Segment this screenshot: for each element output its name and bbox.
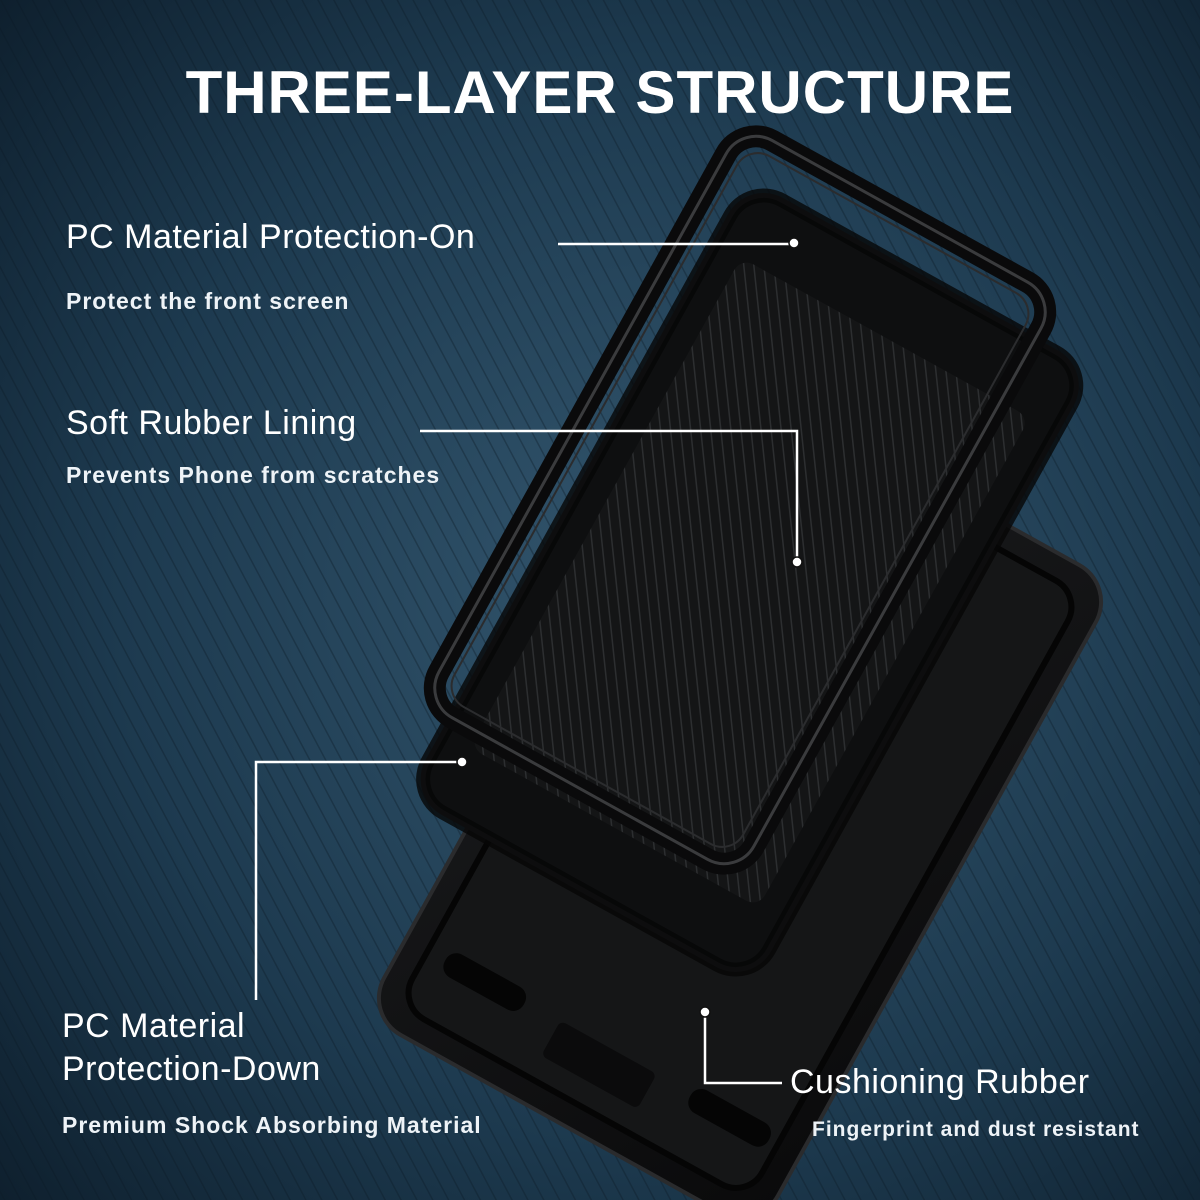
pc-down-subtext: Premium Shock Absorbing Material <box>62 1112 482 1138</box>
dot-cushion <box>699 1006 711 1018</box>
lining-heading: Soft Rubber Lining <box>66 404 357 442</box>
page-title: THREE-LAYER STRUCTURE <box>185 59 1015 126</box>
cushion-heading: Cushioning Rubber <box>790 1063 1090 1101</box>
pc-down-heading-line1: PC Material <box>62 1007 246 1045</box>
pc-on-heading: PC Material Protection-On <box>66 218 476 256</box>
pc-on-subtext: Protect the front screen <box>66 288 350 314</box>
dot-lining <box>791 556 803 568</box>
dot-pc-on <box>788 237 800 249</box>
cushion-subtext: Fingerprint and dust resistant <box>812 1118 1140 1141</box>
pc-on-frame <box>423 125 1057 875</box>
lining-subtext: Prevents Phone from scratches <box>66 462 441 488</box>
connector-pc-down <box>254 760 462 1000</box>
connector-dots <box>456 237 803 1018</box>
pc-down-heading-line2: Protection-Down <box>62 1050 321 1088</box>
dot-pc-down <box>456 756 468 768</box>
connector-lines <box>254 242 799 1085</box>
connector-cushion <box>703 1012 782 1085</box>
connector-lining <box>420 429 799 562</box>
